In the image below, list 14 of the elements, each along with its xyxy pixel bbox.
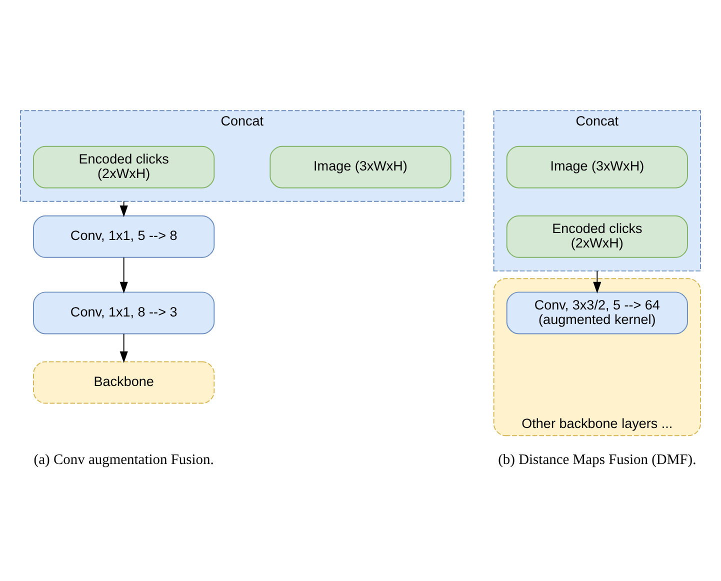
node-box: Image (3xWxH)	[506, 146, 688, 188]
arrow	[120, 200, 128, 218]
node-box: Backbone	[33, 361, 215, 404]
label: (b) Distance Maps Fusion (DMF).	[498, 452, 696, 468]
arrow	[593, 270, 602, 294]
node-box: Conv, 1x1, 8 --> 3	[33, 292, 215, 334]
node-box: Image (3xWxH)	[270, 146, 452, 188]
node-box: Conv, 3x3/2, 5 --> 64 (augmented kernel)	[506, 292, 688, 334]
label: (a) Conv augmentation Fusion.	[34, 452, 214, 468]
arrow	[120, 257, 128, 294]
node-box: Encoded clicks (2xWxH)	[506, 215, 688, 258]
node-box: Conv, 1x1, 5 --> 8	[33, 215, 215, 258]
node-box: Encoded clicks (2xWxH)	[33, 146, 215, 188]
arrow	[120, 333, 128, 363]
